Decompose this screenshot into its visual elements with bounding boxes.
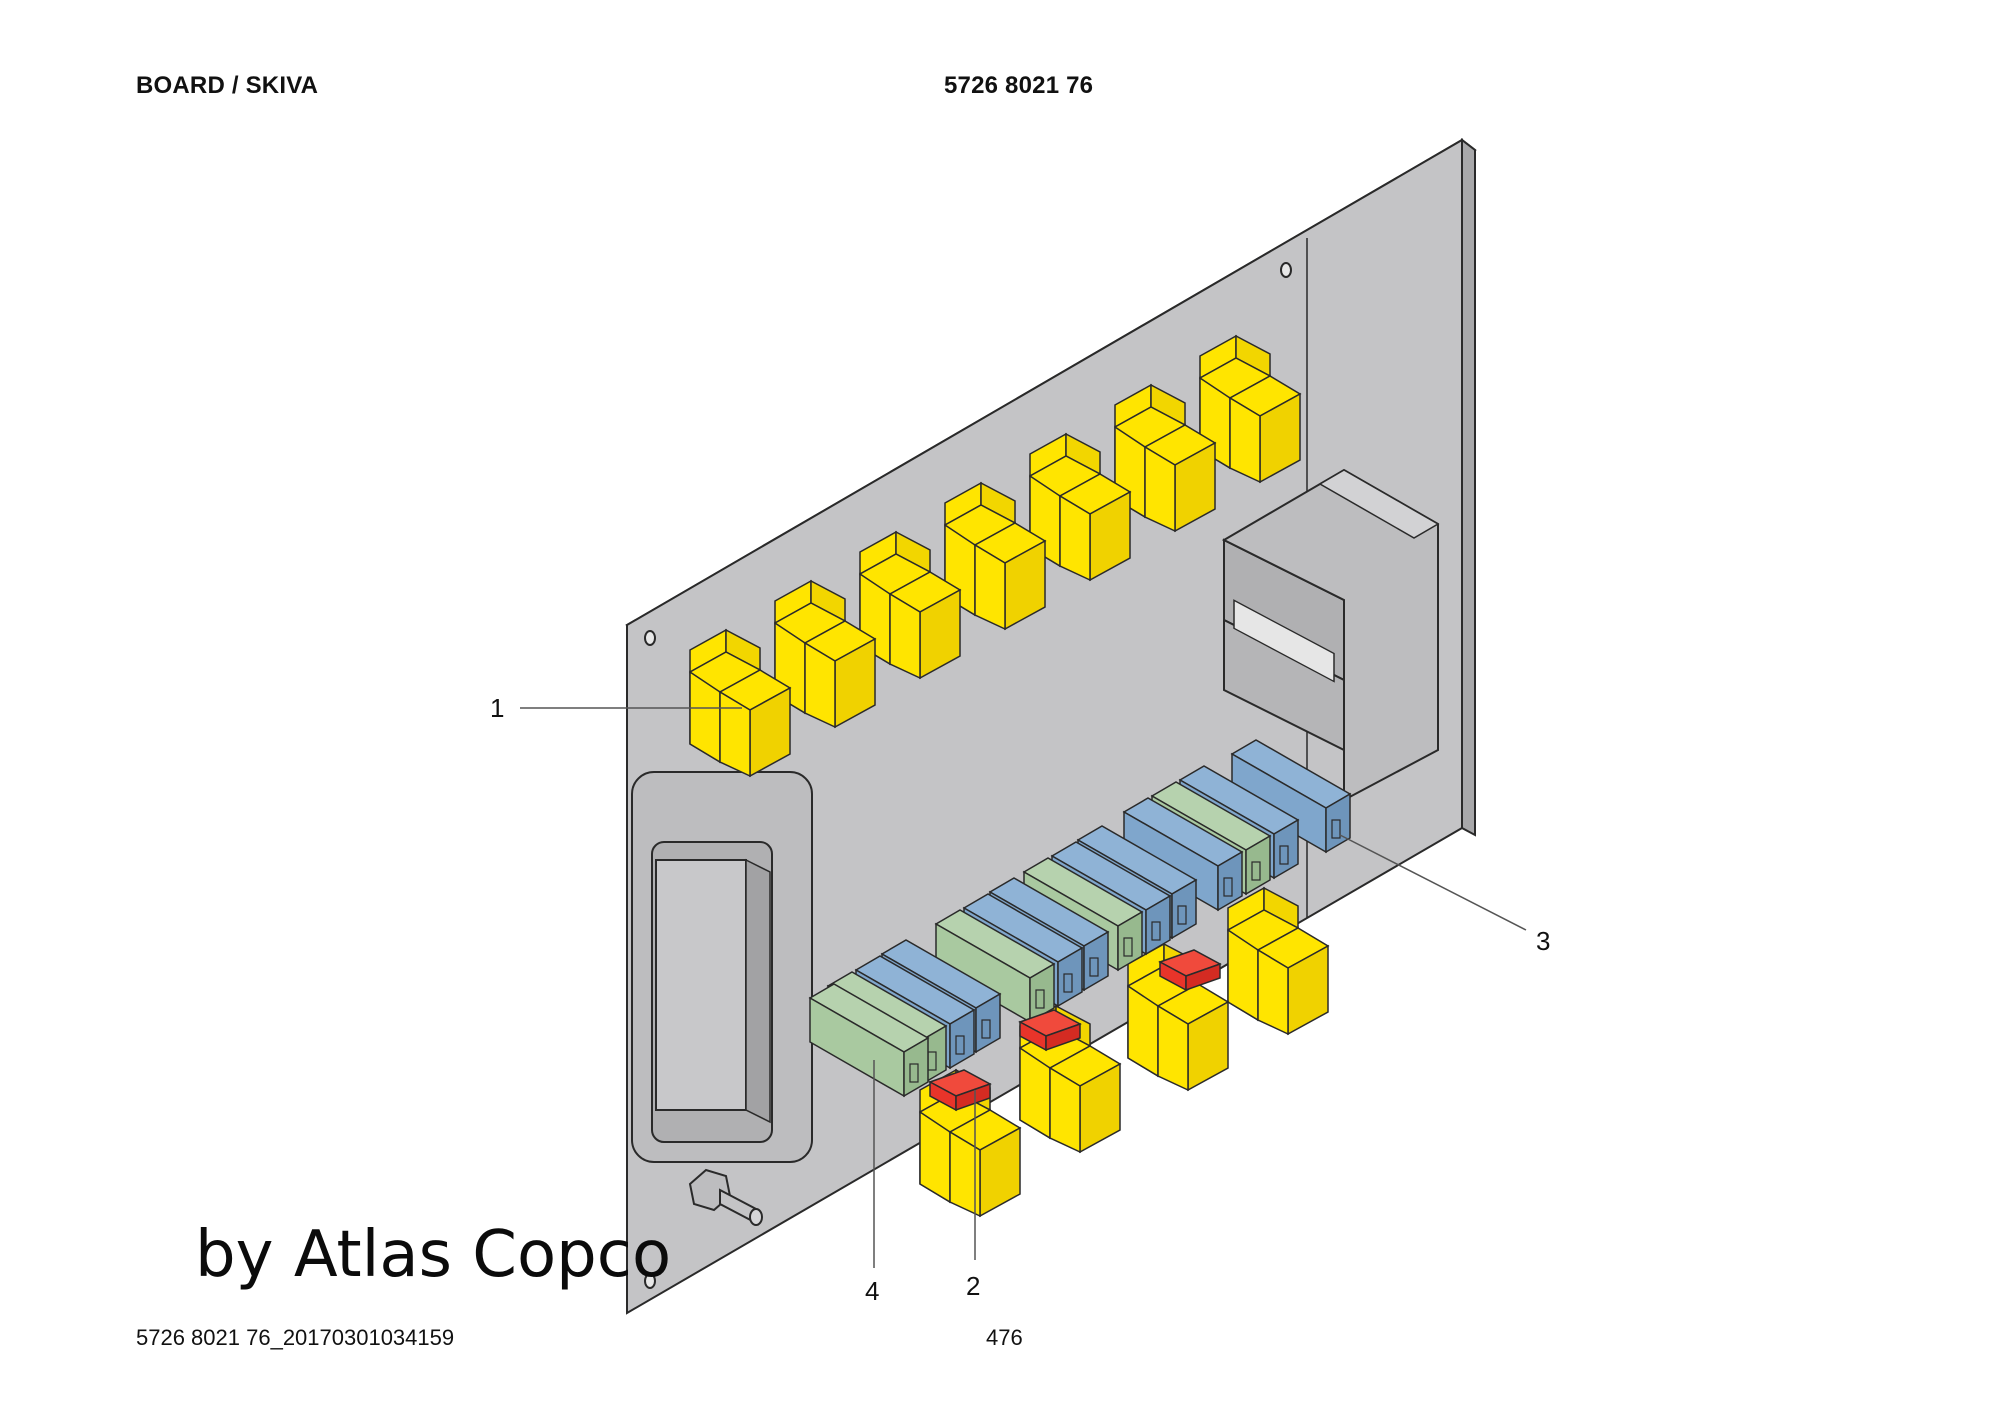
callout-2: 2 (966, 1271, 980, 1301)
connector-icon (631, 771, 813, 1163)
mounting-hole-icon (644, 262, 1292, 1289)
page-number: 476 (986, 1325, 1023, 1350)
connector-icon (1221, 468, 1440, 802)
callout-3: 3 (1536, 926, 1550, 956)
watermark-text: by Atlas Copco (195, 1218, 672, 1292)
callout-1: 1 (490, 693, 504, 723)
callout-4: 4 (865, 1276, 879, 1306)
document-id: 5726 8021 76_20170301034159 (136, 1325, 455, 1350)
ground-stud-icon (688, 1168, 763, 1226)
part-number: 5726 8021 76 (944, 72, 1094, 99)
callout-leaders (520, 707, 1527, 1268)
diagram-title: BOARD / SKIVA (136, 72, 319, 99)
